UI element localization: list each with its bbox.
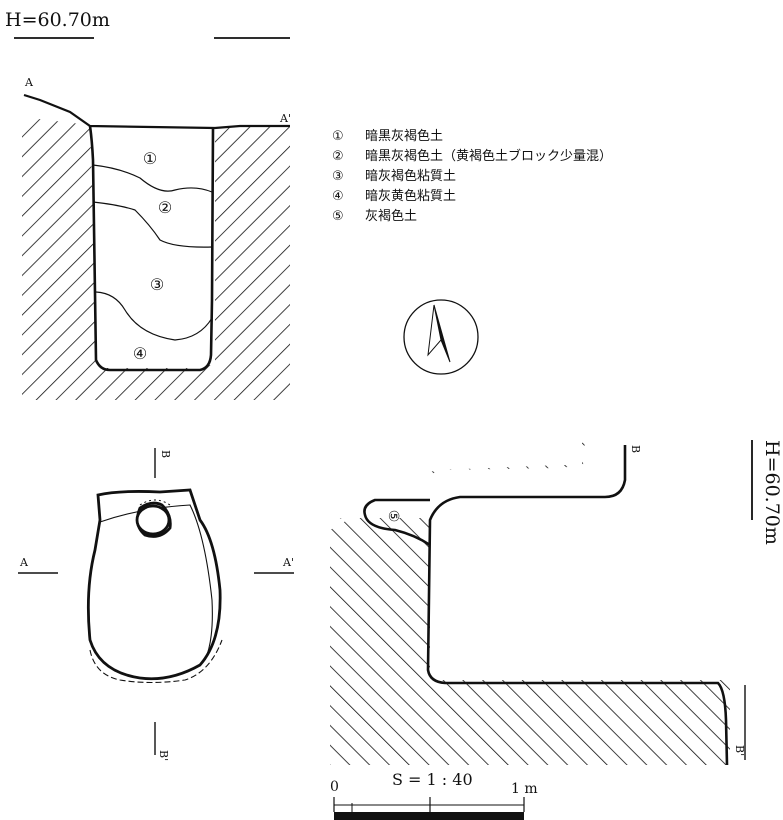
scale-end: 1 m bbox=[511, 781, 538, 797]
section-label-b-prime-section: B' bbox=[733, 745, 746, 756]
legend-text-3: 暗灰褐色粘質土 bbox=[365, 168, 456, 184]
north-arrow-icon bbox=[403, 299, 479, 375]
section-label-a-top: A bbox=[24, 76, 34, 89]
layer-legend: ① 暗黒灰褐色土 ② 暗黒灰褐色土（黄褐色土ブロック少量混） ③ 暗灰褐色粘質土… bbox=[332, 128, 612, 224]
legend-num-1: ① bbox=[332, 129, 344, 144]
scale-start: 0 bbox=[330, 779, 339, 795]
layer-number-1: ① bbox=[143, 149, 157, 168]
legend-num-3: ③ bbox=[332, 169, 344, 184]
section-label-b-prime-plan: B' bbox=[157, 750, 170, 761]
legend-text-4: 暗灰黄色粘質土 bbox=[365, 188, 456, 204]
legend-text-5: 灰褐色土 bbox=[365, 208, 417, 224]
section-label-b-section: B bbox=[629, 445, 642, 453]
plan-central-hole bbox=[135, 504, 171, 536]
pit-outline-b bbox=[426, 445, 729, 766]
ground-hatch-a bbox=[22, 118, 290, 400]
pit-outline-a bbox=[88, 125, 215, 372]
elevation-label-top: H=60.70m bbox=[5, 9, 110, 31]
elevation-label-side-group: H=60.70m bbox=[751, 440, 783, 545]
elevation-label-side: H=60.70m bbox=[761, 440, 783, 545]
layer-boundary-3 bbox=[95, 291, 213, 341]
section-b-b: ⑤ B B' bbox=[330, 440, 783, 770]
layer-boundary-2 bbox=[92, 201, 213, 248]
layer-number-2: ② bbox=[158, 198, 172, 217]
layer-number-3: ③ bbox=[150, 275, 164, 294]
layer-boundary-1 bbox=[92, 164, 213, 193]
scale-bar: S = 1 : 40 0 1 m bbox=[330, 770, 538, 820]
legend-text-1: 暗黒灰褐色土 bbox=[365, 128, 443, 144]
legend-num-4: ④ bbox=[332, 189, 344, 204]
layer-number-4: ④ bbox=[133, 344, 147, 363]
section-label-a-prime-plan: A' bbox=[282, 556, 294, 569]
legend-text-2: 暗黒灰褐色土（黄褐色土ブロック少量混） bbox=[365, 148, 612, 164]
section-label-a-plan: A bbox=[19, 556, 29, 569]
scale-label: S = 1 : 40 bbox=[392, 770, 473, 789]
section-label-a-prime-top: A' bbox=[279, 112, 291, 125]
section-label-b-plan: B bbox=[159, 450, 172, 458]
legend-num-2: ② bbox=[332, 149, 344, 164]
section-a-a: ① ② ③ ④ A A' bbox=[22, 76, 291, 400]
layer-number-5: ⑤ bbox=[385, 510, 401, 523]
pit-outline-plan bbox=[86, 488, 222, 681]
legend-num-5: ⑤ bbox=[332, 209, 344, 224]
plan-view: B B' A A' bbox=[18, 448, 294, 761]
